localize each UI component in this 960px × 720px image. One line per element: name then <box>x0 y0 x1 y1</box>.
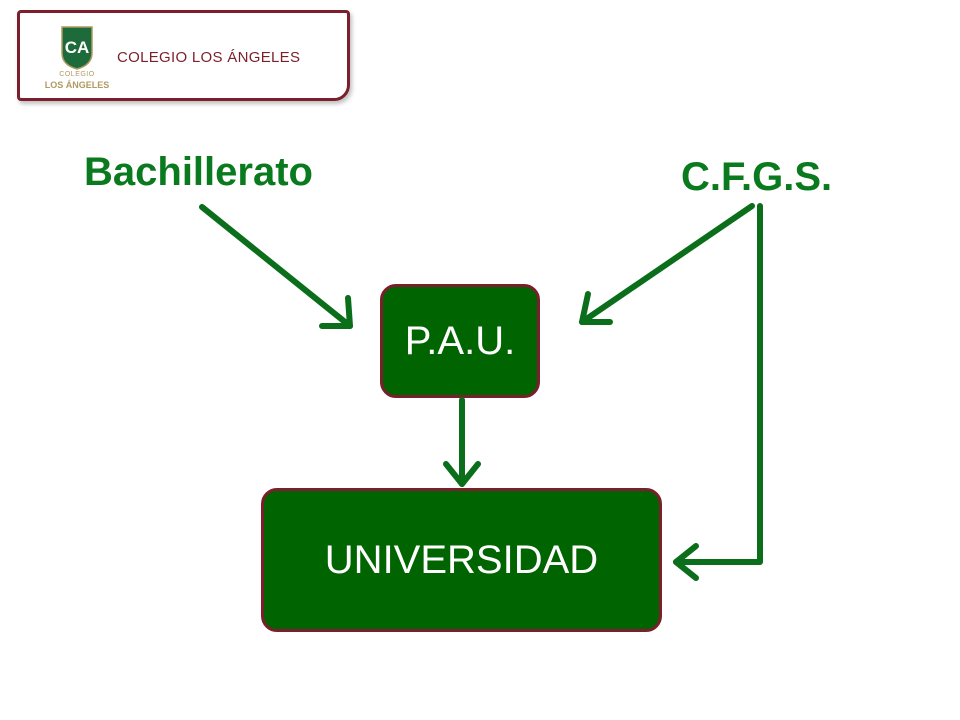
node-universidad: UNIVERSIDAD <box>261 488 662 632</box>
node-pau: P.A.U. <box>380 284 540 398</box>
school-name: COLEGIO LOS ÁNGELES <box>117 49 301 66</box>
logo-monogram: CA <box>65 38 90 57</box>
arrow-pau-to-universidad <box>443 397 481 487</box>
school-header: CA COLEGIO LOS ÁNGELES COLEGIO LOS ÁNGEL… <box>17 10 350 101</box>
school-logo: CA COLEGIO LOS ÁNGELES <box>36 23 118 95</box>
source-bachillerato: Bachillerato <box>84 150 313 194</box>
node-universidad-label: UNIVERSIDAD <box>324 537 599 582</box>
logo-text-small: COLEGIO <box>59 71 95 78</box>
arrow-cfgs-to-universidad <box>673 203 763 581</box>
logo-text-large: LOS ÁNGELES <box>44 80 110 90</box>
arrow-bachillerato-to-pau <box>199 204 353 329</box>
arrow-cfgs-to-pau <box>579 203 755 325</box>
node-pau-label: P.A.U. <box>404 318 516 363</box>
shield-icon: CA <box>61 26 93 70</box>
source-cfgs: C.F.G.S. <box>681 155 833 199</box>
